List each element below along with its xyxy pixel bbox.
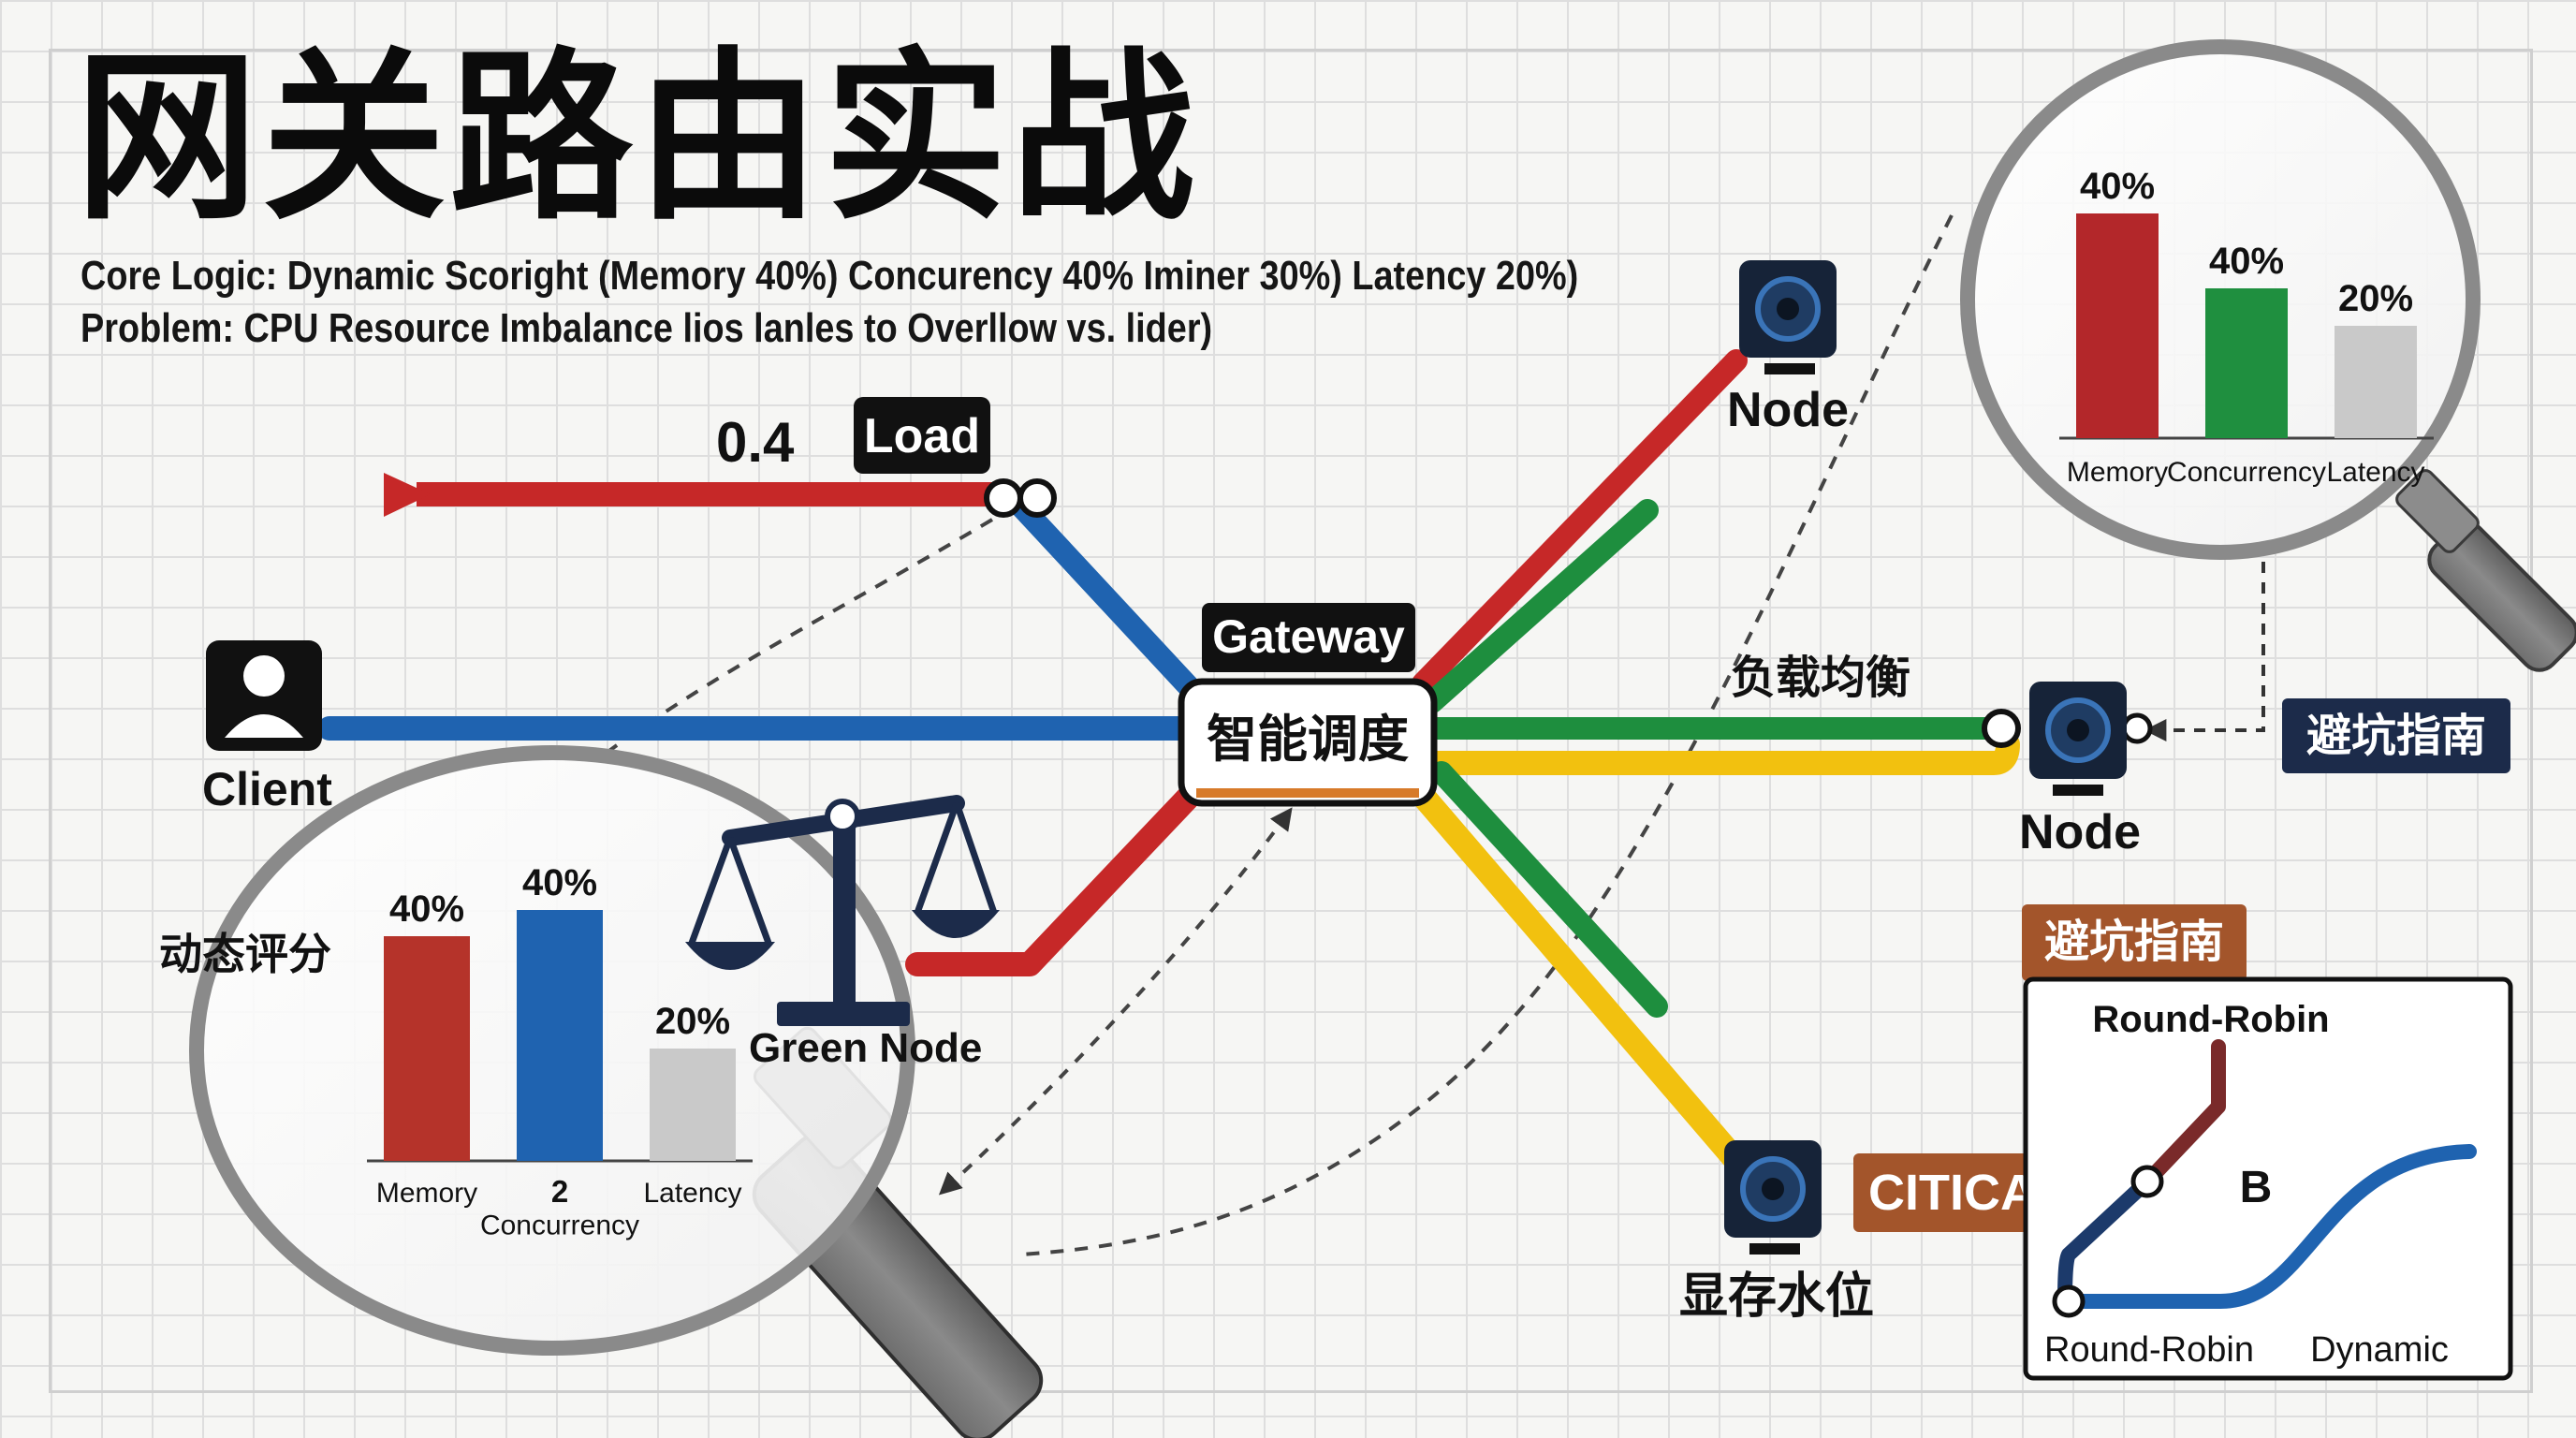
load-blue-line [1009,494,1219,718]
pitfall-tag-right: 避坑指南 [2306,710,2486,762]
bar-data-label: 20% [2338,278,2413,319]
core-logic-subtitle: Core Logic: Dynamic Scoright (Memory 40%… [80,253,1579,299]
bar-data-label: 40% [2080,166,2155,207]
inset-top-label: Round-Robin [2092,999,2329,1040]
pitfall-tag-inset: 避坑指南 [2044,916,2224,968]
client-icon [206,640,322,751]
page-title: 网关路由实战 [75,32,1199,245]
inset-mid-label: B [2240,1163,2273,1212]
critical-tag-box [1853,1153,2033,1232]
routing-comparison-inset: Round-Robin B Round-Robin Dynamic [2023,976,2513,1381]
dynamic-score-label: 动态评分 [159,929,331,979]
chip-icon-mid [2029,682,2127,796]
gateway-label-box [1202,603,1415,672]
node-top-label: Node [1727,383,1849,437]
green-branch-down-line [1430,761,1668,1018]
bar-category-label: Latency [643,1178,741,1209]
dynamic-curve [2061,1144,2477,1309]
bar-category-label: Latency [2326,457,2424,488]
magnifier-bottom-left [189,745,1044,1438]
inset-bottom-right-label: Dynamic [2310,1330,2449,1370]
load-balance-label: 负载均衡 [1731,652,1910,704]
node-station-right [2121,712,2153,744]
load-label: Load [864,409,980,463]
bar-latency [2334,326,2417,438]
bar-category-label: Memory [376,1178,477,1209]
dashed-connector-node [2144,562,2265,741]
balance-scale-icon [685,795,1000,1026]
diagram-frame [49,49,2533,1393]
gateway-red-out-line [905,765,1220,976]
bar-data-label: 40% [2209,241,2284,282]
load-station-1 [984,478,1023,518]
bar-memory [384,936,470,1161]
bar-category-label: Concurrency [2167,457,2326,488]
inset-station-mid [2130,1165,2164,1198]
inset-bottom-left-label: Round-Robin [2044,1330,2254,1370]
problem-subtitle: Problem: CPU Resource Imbalance lios lan… [80,305,1213,351]
pitfall-tag-right-box [2282,698,2510,773]
load-arrowhead [384,473,431,517]
load-value: 0.4 [716,411,795,474]
load-station-2 [1017,478,1057,518]
bar-data-label: 40% [389,888,464,930]
node-bottom-label: 显存水位 [1679,1269,1874,1325]
bar-2-concurrency [517,910,603,1161]
dashed-connector-gateway [938,807,1293,1196]
bar-data-label: 40% [522,862,597,903]
round-robin-curve [2140,1039,2226,1189]
bar-category-label: Memory [2067,457,2168,488]
yellow-branch-down-line [1411,784,1749,1173]
chip-icon-top [1739,260,1837,374]
yellow-main-line [1411,732,2020,775]
client-label: Client [202,763,332,815]
inset-station-start [2052,1284,2086,1318]
gateway-label: Gateway [1212,610,1405,663]
node-mid-label: Node [2019,805,2141,859]
green-node-label: Green Node [749,1025,982,1071]
chip-icon-bottom [1724,1140,1822,1255]
green-branch-up-line [1421,499,1659,713]
bar-chart-top-right: 40% Memory 40% Concurrency 20% Latency [2059,166,2434,488]
load-label-box [854,397,990,474]
node-station [1982,709,2021,748]
node-top-red-line [1412,349,1748,695]
gateway-box-label: 智能调度 [1207,710,1409,769]
bar-latency [650,1049,736,1161]
gateway-box[interactable]: 智能调度 [1178,678,1438,807]
pitfall-tag-inset-box [2022,904,2247,981]
bar-memory [2076,213,2159,438]
bar-concurrency [2205,288,2288,438]
bar-data-label: 20% [655,1001,730,1042]
